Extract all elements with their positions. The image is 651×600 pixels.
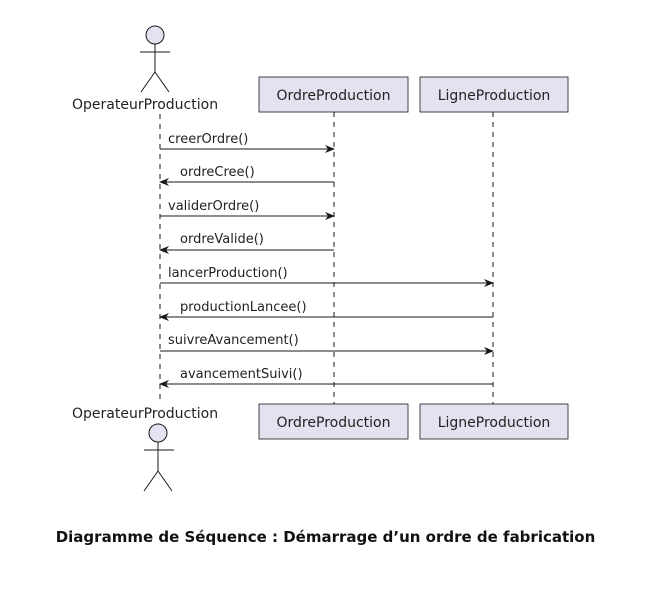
message-label: creerOrdre() bbox=[168, 132, 248, 147]
participant-ordre-label-bottom: OrdreProduction bbox=[277, 415, 391, 431]
message-avancement-suivi: avancementSuivi() bbox=[159, 367, 493, 388]
participant-ligne-label-bottom: LigneProduction bbox=[438, 415, 551, 431]
message-label: productionLancee() bbox=[180, 300, 307, 315]
message-creer-ordre: creerOrdre() bbox=[160, 132, 335, 153]
actor-bottom bbox=[143, 423, 174, 492]
actor-top bbox=[140, 25, 170, 93]
message-label: validerOrdre() bbox=[168, 199, 259, 214]
message-ordre-cree: ordreCree() bbox=[159, 165, 334, 186]
participant-ligne-top: LigneProduction bbox=[419, 76, 569, 113]
sequence-diagram: OperateurProduction OrdreProduction Lign… bbox=[72, 25, 569, 492]
message-lancer-production: lancerProduction() bbox=[160, 266, 494, 287]
message-ordre-valide: ordreValide() bbox=[159, 232, 334, 254]
message-label: ordreValide() bbox=[180, 232, 264, 247]
message-label: avancementSuivi() bbox=[180, 367, 303, 382]
participant-ligne-bottom: LigneProduction bbox=[419, 403, 569, 440]
actor-head bbox=[148, 423, 168, 443]
message-valider-ordre: validerOrdre() bbox=[160, 199, 335, 220]
actor-label-bottom: OperateurProduction bbox=[72, 406, 218, 422]
actor-label-top: OperateurProduction bbox=[72, 97, 218, 113]
participant-ordre-label-top: OrdreProduction bbox=[277, 88, 391, 104]
diagram-caption: Diagramme de Séquence : Démarrage d’un o… bbox=[55, 528, 596, 546]
participant-ordre-top: OrdreProduction bbox=[258, 76, 409, 113]
message-label: suivreAvancement() bbox=[168, 333, 299, 348]
message-suivre-avancement: suivreAvancement() bbox=[160, 333, 494, 355]
message-label: ordreCree() bbox=[180, 165, 255, 180]
participant-ligne-label-top: LigneProduction bbox=[438, 88, 551, 104]
actor-head bbox=[145, 25, 165, 45]
participant-ordre-bottom: OrdreProduction bbox=[258, 403, 409, 440]
message-production-lancee: productionLancee() bbox=[159, 300, 493, 321]
message-label: lancerProduction() bbox=[168, 266, 288, 281]
